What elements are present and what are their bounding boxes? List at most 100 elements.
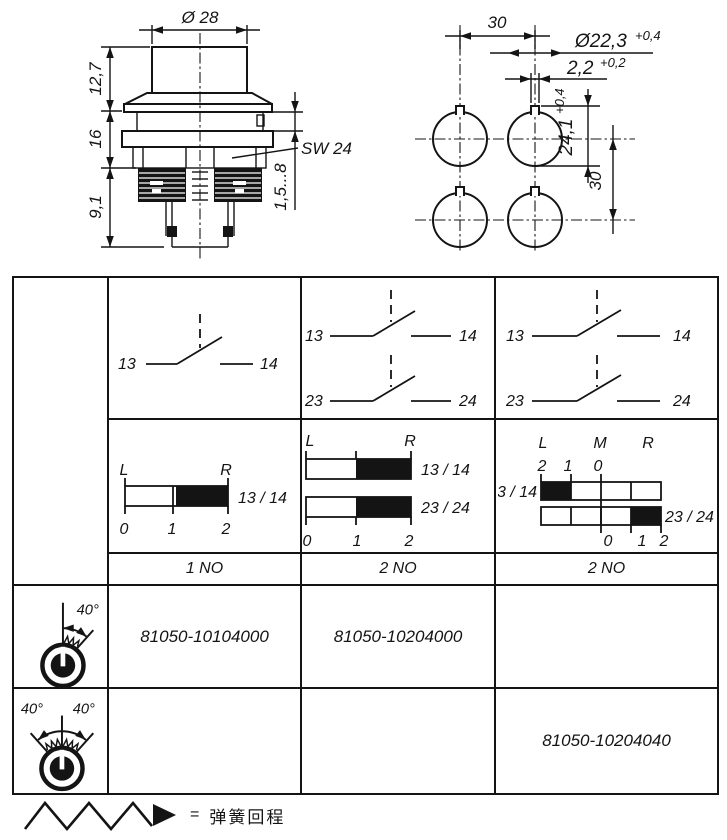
hole-centerlines (415, 25, 635, 253)
part-number-cell: 81050-10104000 (109, 586, 302, 689)
contact-2: 23 24 (304, 355, 477, 410)
circuit-diagram-2no-b: 13 14 23 24 (496, 278, 717, 420)
svg-text:14: 14 (459, 328, 477, 345)
svg-text:L: L (539, 435, 548, 452)
bar-contact-label: 23 / 24 (420, 500, 470, 517)
panel-thickness-label: 1,5...8 (271, 163, 290, 211)
hole-height-label: 24,1 (556, 119, 577, 157)
dimension-diameter-28: Ø 28 (139, 8, 260, 44)
dim-thread-height-label: 9,1 (86, 195, 105, 219)
bar-contact-label: 13 / 14 (238, 490, 287, 507)
contact-1: 13 14 (506, 290, 691, 345)
svg-text:0: 0 (604, 533, 613, 550)
dimension-chain-left: 12,7 16 9,1 (86, 46, 164, 248)
svg-text:2: 2 (221, 521, 231, 538)
legend-text: 弹簧回程 (209, 807, 286, 827)
switch-type-label: 2 NO (587, 560, 626, 577)
wrench-size-callout: SW 24 (231, 139, 352, 159)
knob-40deg-icon: 40° (40, 602, 99, 687)
dim-body-height-label: 16 (86, 129, 105, 148)
variant-table: 13 14 13 14 23 24 (12, 276, 719, 795)
switch-type-cell: 1 NO (109, 554, 302, 586)
dimension-v-spacing: 30 (586, 125, 617, 234)
svg-text:2: 2 (537, 458, 547, 475)
rotation-angle-label: 40° (77, 602, 99, 618)
spring-return-symbol-icon (23, 800, 176, 832)
svg-text:M: M (593, 435, 607, 452)
svg-text:2: 2 (659, 533, 669, 550)
rotation-angle-left-label: 40° (21, 702, 43, 718)
spring-return-legend: = 弹簧回程 (22, 798, 285, 832)
part-number-cell: 81050-10204000 (302, 586, 496, 689)
spring-return-switch-icon-cell: 40° 40° (14, 689, 109, 793)
svg-text:R: R (642, 435, 654, 452)
svg-text:24: 24 (672, 393, 691, 410)
svg-text:1: 1 (564, 458, 573, 475)
position-diagram-1no: L R 13 / 14 0 1 2 (109, 420, 302, 554)
knob-40-40deg-icon: 40° 40° (21, 702, 95, 792)
hole-diameter-tolerance: +0,4 (635, 28, 661, 43)
part-number-cell (302, 689, 496, 793)
spring-zigzag-right (62, 737, 80, 751)
svg-text:0: 0 (303, 533, 312, 550)
bar-contact-label: 13 / 14 (498, 484, 537, 501)
svg-text:R: R (404, 433, 416, 450)
v-spacing-label: 30 (586, 171, 605, 190)
circuit-diagram-2no-a: 13 14 23 24 (302, 278, 496, 420)
svg-text:0: 0 (120, 521, 129, 538)
terminal-pins (165, 202, 235, 248)
svg-text:0: 0 (594, 458, 603, 475)
svg-text:1: 1 (638, 533, 647, 550)
svg-text:23: 23 (505, 393, 524, 410)
rotation-angle-right-label: 40° (73, 702, 95, 718)
thread-section (138, 168, 262, 202)
svg-text:13: 13 (305, 328, 323, 345)
dimension-panel-thickness: 1,5...8 (271, 92, 303, 211)
contact-2: 23 24 (505, 355, 691, 410)
svg-text:24: 24 (458, 393, 477, 410)
front-view-drawing: Ø 28 12,7 16 9,1 SW 24 1,5...8 (86, 8, 352, 261)
part-number-cell (109, 689, 302, 793)
contact-1: 13 14 (305, 290, 477, 345)
hole-height-tolerance: +0,4 (552, 88, 567, 114)
svg-text:14: 14 (673, 328, 691, 345)
part-number: 81050-10204000 (333, 626, 463, 646)
part-number-cell: 81050-10204040 (496, 689, 717, 793)
switch-body-outline (121, 111, 274, 169)
svg-text:R: R (220, 462, 232, 479)
contact-terminal-label: 13 (118, 356, 136, 373)
maintained-switch-icon-cell: 40° (14, 586, 109, 689)
legend-equals: = (190, 806, 200, 823)
svg-text:23: 23 (304, 393, 323, 410)
switch-type-label: 2 NO (379, 560, 417, 577)
keyway-notch (455, 105, 465, 115)
dimension-h-spacing: 30 (445, 13, 550, 49)
dim-h-spacing-label: 30 (488, 13, 507, 32)
svg-text:L: L (120, 462, 129, 479)
mounting-holes (432, 105, 563, 248)
switch-knob-outline (123, 46, 273, 113)
svg-text:1: 1 (168, 521, 177, 538)
bar-contact-label: 23 / 24 (664, 509, 714, 526)
dimension-hole-diameter: Ø22,3 +0,4 (490, 28, 661, 57)
dim-knob-height-label: 12,7 (86, 62, 105, 96)
part-number: 81050-10204040 (542, 731, 671, 750)
contact-terminal-label: 14 (260, 356, 278, 373)
dim-diameter-label: Ø 28 (181, 8, 219, 27)
switch-type-label: 1 NO (185, 560, 224, 577)
part-number-cell (496, 586, 717, 689)
hole-pattern-drawing: 30 Ø22,3 +0,4 2,2 +0,2 24,1 +0,4 30 (415, 13, 661, 253)
dimension-hole-height: 24,1 +0,4 (536, 88, 600, 183)
position-diagram-2no-a: L R 13 / 14 23 / 24 0 1 2 (302, 420, 496, 554)
keyway-notch (530, 105, 540, 115)
part-number: 81050-10104000 (140, 626, 269, 646)
wrench-size-label: SW 24 (301, 139, 352, 158)
svg-text:1: 1 (353, 533, 362, 550)
svg-text:2: 2 (404, 533, 414, 550)
switch-type-cell: 2 NO (496, 554, 717, 586)
slot-width-label: 2,2 (566, 58, 594, 79)
hole-diameter-label: Ø22,3 (574, 31, 627, 52)
dimension-slot-width: 2,2 +0,2 (505, 55, 626, 103)
slot-width-tolerance: +0,2 (600, 55, 626, 70)
